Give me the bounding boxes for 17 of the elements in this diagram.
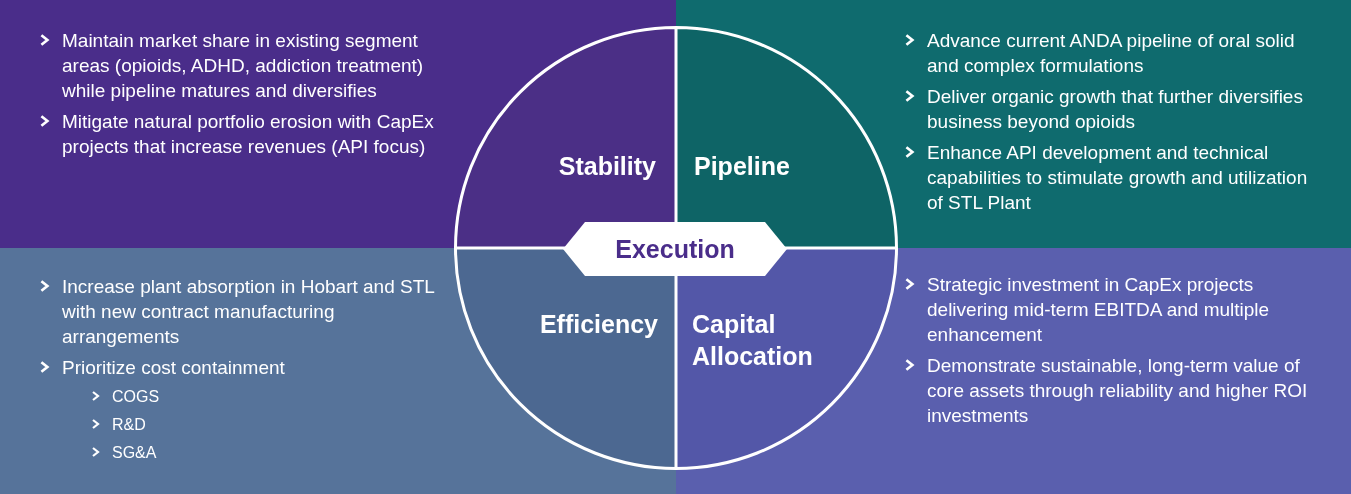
quadrant-title: Capital Allocation bbox=[692, 309, 814, 372]
sub-bullet-text: SG&A bbox=[112, 443, 157, 463]
bullet-text: Mitigate natural portfolio erosion with CapEx projects that increase revenues (API focus) bbox=[62, 110, 435, 159]
bullet-text: Maintain market share in existing segment areas (opioids, ADHD, addiction treatment) while pipeline matures and diversifies bbox=[62, 29, 425, 103]
bullet-text: Deliver organic growth that further diversifies business beyond opioids bbox=[927, 85, 1304, 134]
sub-bullet-text: R&D bbox=[112, 415, 146, 435]
bullet-text: Enhance API development and technical capabilities to stimulate growth and utilization of STL Plant bbox=[927, 141, 1309, 215]
center-title: Execution bbox=[614, 234, 736, 264]
bullet-text: Increase plant absorption in Hobart and STL with new contract manufacturing arrangements bbox=[62, 275, 436, 349]
quadrant-title: Efficiency bbox=[539, 309, 658, 340]
quadrant-title: Pipeline bbox=[694, 151, 790, 182]
bullet-text: Prioritize cost containment bbox=[62, 356, 285, 380]
bullet-text: Demonstrate sustainable, long-term value of core assets through reliability and higher ROI investments bbox=[927, 354, 1309, 428]
quadrant-title: Stability bbox=[558, 151, 656, 182]
bullet-text: Advance current ANDA pipeline of oral solid and complex formulations bbox=[927, 29, 1296, 78]
sub-bullet-text: COGS bbox=[112, 387, 160, 407]
bullet-text: Strategic investment in CapEx projects delivering mid-term EBITDA and multiple enhancement bbox=[927, 273, 1271, 347]
